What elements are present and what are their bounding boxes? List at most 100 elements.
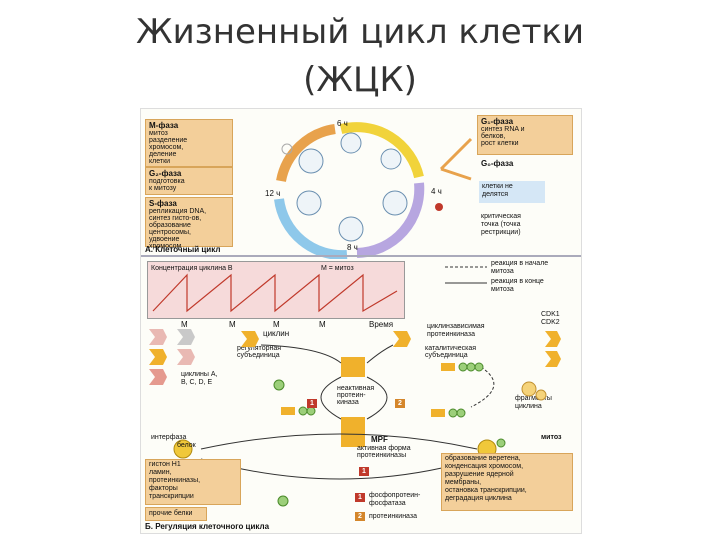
time-g2-label: 8 ч xyxy=(347,243,358,252)
cyclin-label: циклин xyxy=(263,329,290,338)
key-1-label: фосфопротеин- фосфатаза xyxy=(369,492,421,507)
phosphate-return xyxy=(277,495,289,507)
mpf-desc: активная форма протеинкиназы xyxy=(357,445,411,459)
cell-g1-late xyxy=(380,148,402,170)
mpf-diagram xyxy=(173,431,506,507)
phosphate-left xyxy=(273,379,285,391)
time-m-label: 12 ч xyxy=(265,189,281,198)
g0-phase-box xyxy=(479,181,545,203)
graph-ylabel: Концентрация циклина В xyxy=(151,265,233,272)
cyclin-fragment-2 xyxy=(535,389,547,401)
graph-m-1: М xyxy=(181,320,188,329)
cdk1-icon xyxy=(545,331,561,347)
arrow-cyclin-to-complex xyxy=(260,344,342,364)
substrate-left-bottom xyxy=(281,407,295,415)
effects-list: образование веретена, конденсация хромос… xyxy=(445,455,527,502)
cell-prophase xyxy=(296,190,322,216)
targets-list: гистон Н1 ламин, протеинкиназы, факторы … xyxy=(149,461,201,500)
kinase-complex-bottom xyxy=(341,417,365,435)
restriction-point-label: критическая точка (точка рестрикции) xyxy=(481,213,521,236)
g0-phase-title: G₀-фаза xyxy=(481,159,514,168)
substrate-right-bottom xyxy=(431,409,445,417)
substrate-right-top xyxy=(441,363,455,371)
cell-metaphase xyxy=(298,148,324,174)
ring-g1 xyxy=(339,122,424,179)
cyclin-shape-4 xyxy=(177,349,195,365)
g1-phase-title: G₁-фаза xyxy=(481,117,514,126)
mitosis-label: митоз xyxy=(541,434,562,441)
g2-phase-title: G₂-фаза xyxy=(149,169,182,178)
m-phase-title: M-фаза xyxy=(149,121,179,130)
panel-b-caption: Б. Регуляция клеточного цикла xyxy=(145,522,270,531)
legend-arrows xyxy=(445,266,487,284)
mpf-icon xyxy=(341,431,365,447)
phosphate-left-2 xyxy=(306,406,316,416)
g0-phase-desc: клетки не делятся xyxy=(482,183,513,198)
fragments-label: фрагменты циклина xyxy=(515,395,552,410)
reg-subunit-label: регуляторная субъединица xyxy=(237,345,282,359)
arrow-protein-to-mitosis xyxy=(200,433,478,450)
effects-box xyxy=(441,453,573,511)
cyclin-curve xyxy=(152,273,398,313)
graph-time-label: Время xyxy=(369,320,394,329)
cyclin-sawtooth-line xyxy=(152,273,398,313)
other-proteins-label: прочие белки xyxy=(149,510,193,517)
cyclin-shape-3 xyxy=(149,349,167,365)
cyclin-shape-5 xyxy=(149,369,167,385)
legend-start: реакция в начале митоза xyxy=(491,260,549,275)
panel-divider xyxy=(141,255,581,257)
restriction-point-dot xyxy=(435,203,443,211)
g2-phase-box xyxy=(145,167,233,195)
graph-m-label: М = митоз xyxy=(321,265,354,272)
cyclin-fragment-1 xyxy=(521,381,537,397)
graph-m-4: М xyxy=(319,320,326,329)
key-2-marker: 2 xyxy=(355,512,365,521)
cyclin-graph xyxy=(147,261,405,319)
legend-end: реакция в конце митоза xyxy=(491,278,544,293)
interphase-label: интерфаза xyxy=(151,434,187,441)
cyclin-icon xyxy=(241,331,259,347)
cdk-list: CDK1 CDK2 xyxy=(541,311,560,326)
s-phase-box xyxy=(145,197,233,247)
phosphate-right-3 xyxy=(474,362,484,372)
phosphate-left-1 xyxy=(298,406,308,416)
mpf-label: MPF xyxy=(371,435,388,444)
graph-m-3: М xyxy=(273,320,280,329)
time-s-label: 4 ч xyxy=(431,187,442,196)
cdk2-icon xyxy=(545,351,561,367)
cycle-diagram xyxy=(274,122,473,259)
cell-s-phase xyxy=(382,190,408,216)
ring-g2 xyxy=(274,198,348,259)
time-g1-label: 6 ч xyxy=(337,119,348,128)
m-phase-desc: митоз разделение хромосом, деление клетк… xyxy=(149,130,188,165)
g1-phase-desc: синтез RNA и белков, рост клетки xyxy=(481,126,525,147)
panel-a-caption: А. Клеточный цикл xyxy=(145,245,221,254)
regulation-diagram xyxy=(149,329,561,435)
graph-m-2: М xyxy=(229,320,236,329)
cell-g2 xyxy=(338,216,364,242)
kinase-complex-top xyxy=(341,357,365,377)
g1-phase-box xyxy=(477,115,573,155)
ring-m xyxy=(276,124,336,183)
s-phase-desc: репликация DNA, синтез гисто-ов, образов… xyxy=(149,208,207,250)
key-2-label: протеинкиназа xyxy=(369,513,417,520)
inactive-kinase-label: неактивная протеин- киназа xyxy=(337,385,375,406)
cell-division xyxy=(281,143,293,155)
cat-subunit-label: каталитическая субъединица xyxy=(425,345,477,359)
arrow-mitosis-to-protein xyxy=(200,458,478,480)
protein-label: белок xyxy=(177,442,196,449)
cyclin-shape-1 xyxy=(149,329,167,345)
cdk-label: циклинзависимая протеинкиназа xyxy=(427,323,485,338)
cyclins-list: циклины А, B, C, D, E xyxy=(181,371,218,386)
phosphate-right-5 xyxy=(456,408,466,418)
title-line-2: (ЖЦК) xyxy=(303,60,417,100)
title-line-1: Жизненный цикл клетки xyxy=(135,12,585,52)
cell-cycle-figure: M-фаза митоз разделение хромосом, делени… xyxy=(140,108,582,534)
other-proteins-box xyxy=(145,507,207,521)
s-phase-title: S-фаза xyxy=(149,199,177,208)
g2-phase-desc: подготовка к митозу xyxy=(149,178,185,192)
marker-1-lower: 1 xyxy=(359,467,369,476)
targets-box xyxy=(145,459,241,505)
cell-g1-early xyxy=(340,132,362,154)
